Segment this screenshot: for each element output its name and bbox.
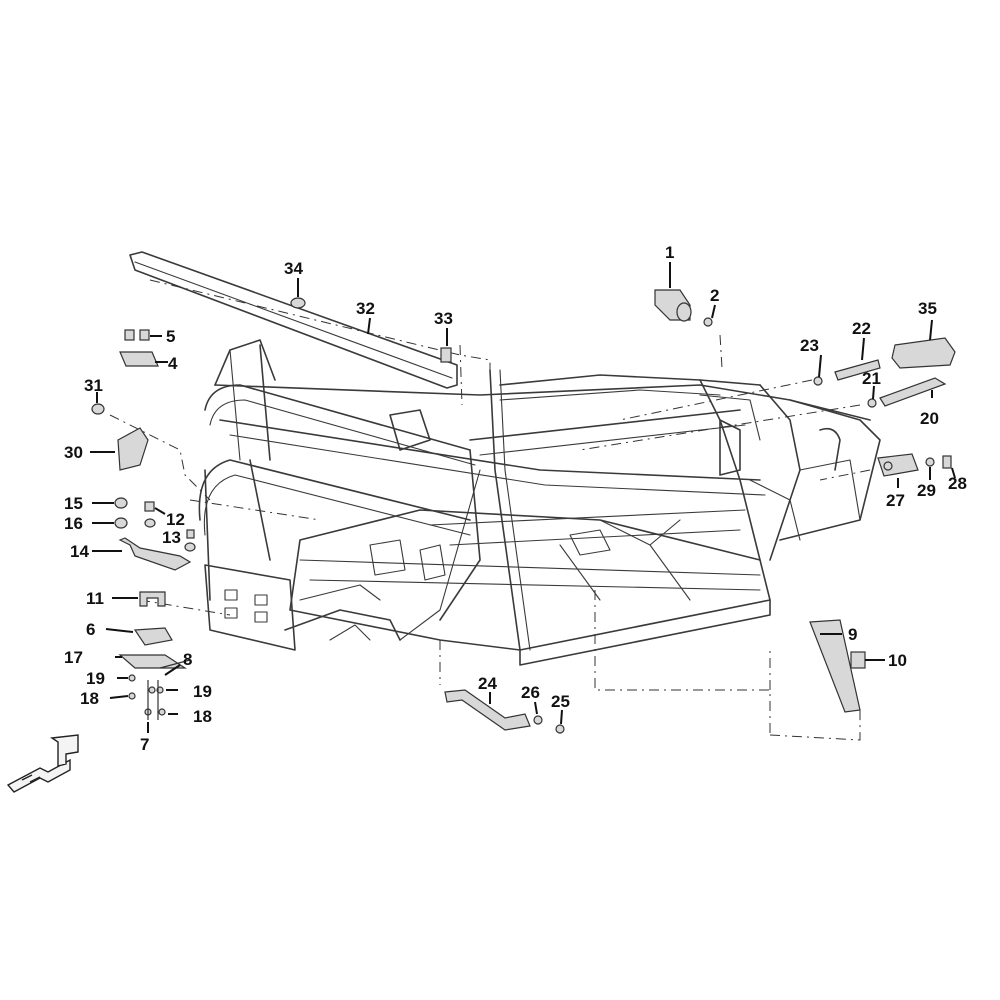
label-25: 25: [551, 692, 570, 711]
label-18a: 18: [80, 689, 99, 708]
callout-dashes: [109, 279, 871, 741]
part-23-washer: [813, 376, 823, 386]
label-28: 28: [948, 474, 967, 493]
part-2-bolt: [703, 317, 713, 327]
label-24: 24: [478, 674, 497, 693]
part-33-bolt: [440, 347, 452, 363]
part-28-bolt: [942, 455, 952, 469]
label-18b: 18: [193, 707, 212, 726]
label-35: 35: [918, 299, 937, 318]
label-30: 30: [64, 443, 83, 462]
part-34-washer: [290, 297, 306, 309]
label-7: 7: [140, 735, 149, 754]
part-12-bolt: [144, 501, 155, 512]
part-labels: 1 2 4 5 6 7 8 9 10 11 12 13 14 15 16 17 …: [64, 243, 967, 754]
part-10-bolt: [850, 651, 866, 669]
label-15: 15: [64, 494, 83, 513]
part-15-bolt: [114, 497, 128, 509]
part-24-rod: [444, 689, 531, 731]
part-35-bracket: [891, 337, 956, 369]
part-20-link: [879, 377, 947, 407]
part-6-bracket: [133, 627, 173, 646]
part-31-bolt: [91, 403, 105, 415]
part-25-nut: [555, 724, 565, 734]
label-34: 34: [284, 259, 303, 278]
label-5: 5: [166, 327, 175, 346]
label-9: 9: [848, 625, 857, 644]
label-19b: 19: [193, 682, 212, 701]
label-22: 22: [852, 319, 871, 338]
part-8-bar: [159, 659, 191, 669]
label-26: 26: [521, 683, 540, 702]
label-31: 31: [84, 376, 103, 395]
label-20: 20: [920, 409, 939, 428]
part-14-bracket: [118, 537, 192, 571]
leader-lines: [90, 262, 956, 733]
label-8: 8: [183, 650, 192, 669]
label-16: 16: [64, 514, 83, 533]
label-1: 1: [665, 243, 674, 262]
front-skid-plate: [204, 564, 296, 651]
label-10: 10: [888, 651, 907, 670]
label-32: 32: [356, 299, 375, 318]
main-frame: [129, 251, 881, 666]
part-29-washer: [925, 457, 935, 467]
exploded-parts: [91, 289, 956, 734]
part-5-bolt: [124, 329, 135, 341]
part-22-link: [834, 359, 881, 381]
top-rail: [129, 251, 458, 389]
forward-direction-arrow-icon: [6, 734, 79, 793]
label-11: 11: [86, 589, 104, 608]
part-4-bracket: [119, 351, 159, 367]
label-23: 23: [800, 336, 819, 355]
label-19a: 19: [86, 669, 105, 688]
label-33: 33: [434, 309, 453, 328]
part-9-brace: [809, 619, 861, 713]
label-27: 27: [886, 491, 905, 510]
label-13: 13: [162, 528, 181, 547]
part-30-plate: [117, 427, 149, 471]
label-29: 29: [917, 481, 936, 500]
label-12: 12: [166, 510, 185, 529]
label-17: 17: [64, 648, 83, 667]
label-14: 14: [70, 542, 89, 561]
label-4: 4: [168, 354, 178, 373]
part-17-plate: [118, 654, 188, 669]
part-16-washer: [114, 517, 128, 529]
label-2: 2: [710, 286, 719, 305]
label-6: 6: [86, 620, 95, 639]
part-21-washer: [867, 398, 877, 408]
part-26-washer: [533, 715, 543, 725]
part-13-bolt: [186, 529, 195, 539]
label-21: 21: [862, 369, 881, 388]
part-11-clamp: [139, 591, 166, 607]
